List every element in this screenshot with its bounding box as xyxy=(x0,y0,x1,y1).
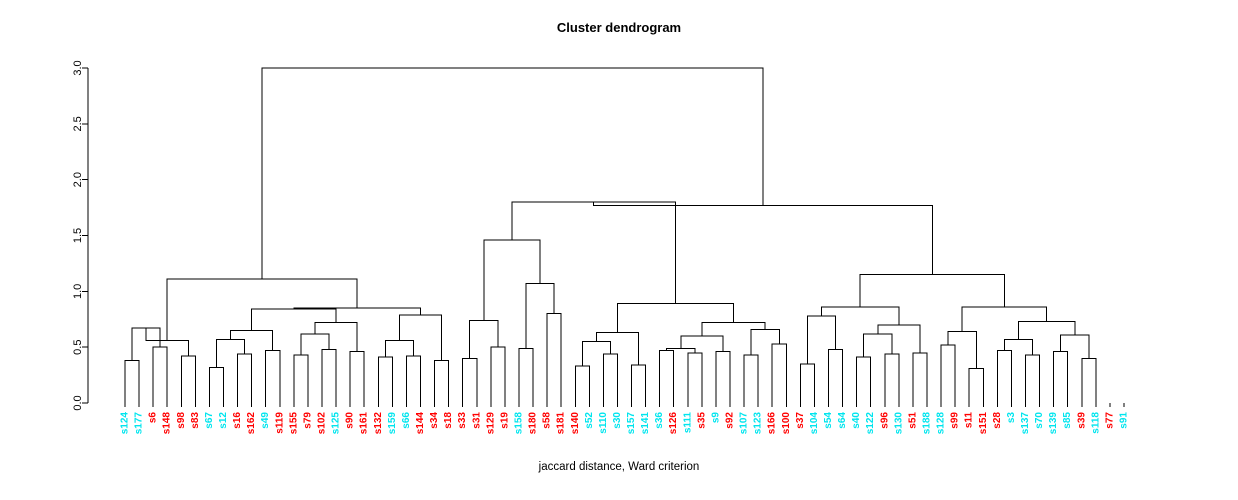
leaf-label: s122 xyxy=(865,412,876,435)
leaf-label: s67 xyxy=(204,412,215,429)
leaf-label: s96 xyxy=(879,412,890,429)
leaf-label: s123 xyxy=(753,412,764,435)
leaf-label: s36 xyxy=(654,412,665,429)
leaf-label: s107 xyxy=(739,412,750,435)
leaf-label: s129 xyxy=(485,412,496,435)
leaf-label: s155 xyxy=(288,412,299,435)
y-axis-tick-label: 3.0 xyxy=(72,60,84,75)
leaf-label: s34 xyxy=(429,412,440,429)
leaf-label: s19 xyxy=(499,412,510,429)
leaf-label: s128 xyxy=(936,412,947,435)
leaf-label: s58 xyxy=(542,412,553,429)
leaf-label: s37 xyxy=(795,412,806,429)
leaf-label: s124 xyxy=(120,412,131,435)
leaf-label: s70 xyxy=(1034,412,1045,429)
leaf-label: s54 xyxy=(823,412,834,429)
leaf-label: s49 xyxy=(260,412,271,429)
leaf-label: s16 xyxy=(232,412,243,429)
leaf-label: s83 xyxy=(190,412,201,429)
page-title: Cluster dendrogram xyxy=(557,20,681,35)
leaf-label: s91 xyxy=(1119,412,1130,429)
leaf-label: s139 xyxy=(1048,412,1059,435)
leaf-label: s148 xyxy=(162,412,173,435)
leaf-label: s77 xyxy=(1104,412,1115,429)
leaf-label: s92 xyxy=(725,412,736,429)
leaf-label: s159 xyxy=(387,412,398,435)
leaf-label: s100 xyxy=(781,412,792,435)
leaf-label: s180 xyxy=(528,412,539,435)
leaf-label: s111 xyxy=(682,412,693,434)
leaf-label: s33 xyxy=(457,412,468,429)
leaf-label: s141 xyxy=(640,412,651,435)
leaf-label: s126 xyxy=(668,412,679,435)
leaf-label: s31 xyxy=(471,412,482,429)
leaf-label: s3 xyxy=(1006,412,1017,424)
leaf-label: s188 xyxy=(922,412,933,435)
leaf-label: s35 xyxy=(696,412,707,429)
leaf-label: s102 xyxy=(316,412,327,435)
leaf-label: s157 xyxy=(626,412,637,435)
leaf-label: s28 xyxy=(992,412,1003,429)
leaf-label: s104 xyxy=(809,412,820,435)
y-axis-tick-label: 1.0 xyxy=(72,284,84,299)
leaf-label: s118 xyxy=(1090,412,1101,434)
leaf-label: s98 xyxy=(176,412,187,429)
leaf-ticks xyxy=(124,403,1125,407)
leaf-label: s79 xyxy=(302,412,313,429)
leaf-label: s162 xyxy=(246,412,257,435)
leaf-label: s177 xyxy=(134,412,145,435)
leaf-label: s9 xyxy=(710,412,721,424)
leaf-label: s18 xyxy=(443,412,454,429)
leaf-label: s166 xyxy=(767,412,778,435)
leaf-label: s137 xyxy=(1020,412,1031,435)
leaf-label: s119 xyxy=(274,412,285,434)
leaf-label: s151 xyxy=(978,412,989,435)
leaf-label: s110 xyxy=(598,412,609,434)
y-axis-tick-label: 2.5 xyxy=(72,116,84,131)
x-axis-label: jaccard distance, Ward criterion xyxy=(538,461,700,473)
leaf-label: s30 xyxy=(612,412,623,429)
leaf-label: s161 xyxy=(359,412,370,435)
leaf-label: s51 xyxy=(907,412,918,429)
leaf-label: s11 xyxy=(964,412,975,429)
leaf-label: s64 xyxy=(837,412,848,429)
leaf-label: s66 xyxy=(401,412,412,429)
leaf-label: s125 xyxy=(331,412,342,435)
leaf-label: s132 xyxy=(373,412,384,435)
leaf-label: s90 xyxy=(345,412,356,429)
leaf-label: s130 xyxy=(893,412,904,435)
leaf-label: s181 xyxy=(556,412,567,435)
y-axis: 0.0 0.5 1.0 1.5 2.0 2.5 3.0 xyxy=(72,60,89,411)
leaf-label: s144 xyxy=(415,412,426,435)
leaf-label: s12 xyxy=(218,412,229,429)
leaf-label: s85 xyxy=(1062,412,1073,429)
dendrogram-links xyxy=(124,67,1097,403)
y-axis-tick-label: 0.0 xyxy=(72,395,84,410)
leaf-label: s140 xyxy=(570,412,581,435)
leaf-label: s6 xyxy=(148,412,159,424)
y-axis-tick-label: 1.5 xyxy=(72,228,84,243)
y-axis-tick-label: 0.5 xyxy=(72,340,84,355)
y-axis-tick-label: 2.0 xyxy=(72,172,84,187)
leaf-label: s158 xyxy=(513,412,524,435)
leaf-label: s52 xyxy=(584,412,595,429)
leaf-label: s39 xyxy=(1076,412,1087,429)
leaf-label: s40 xyxy=(851,412,862,429)
leaf-label: s99 xyxy=(950,412,961,429)
